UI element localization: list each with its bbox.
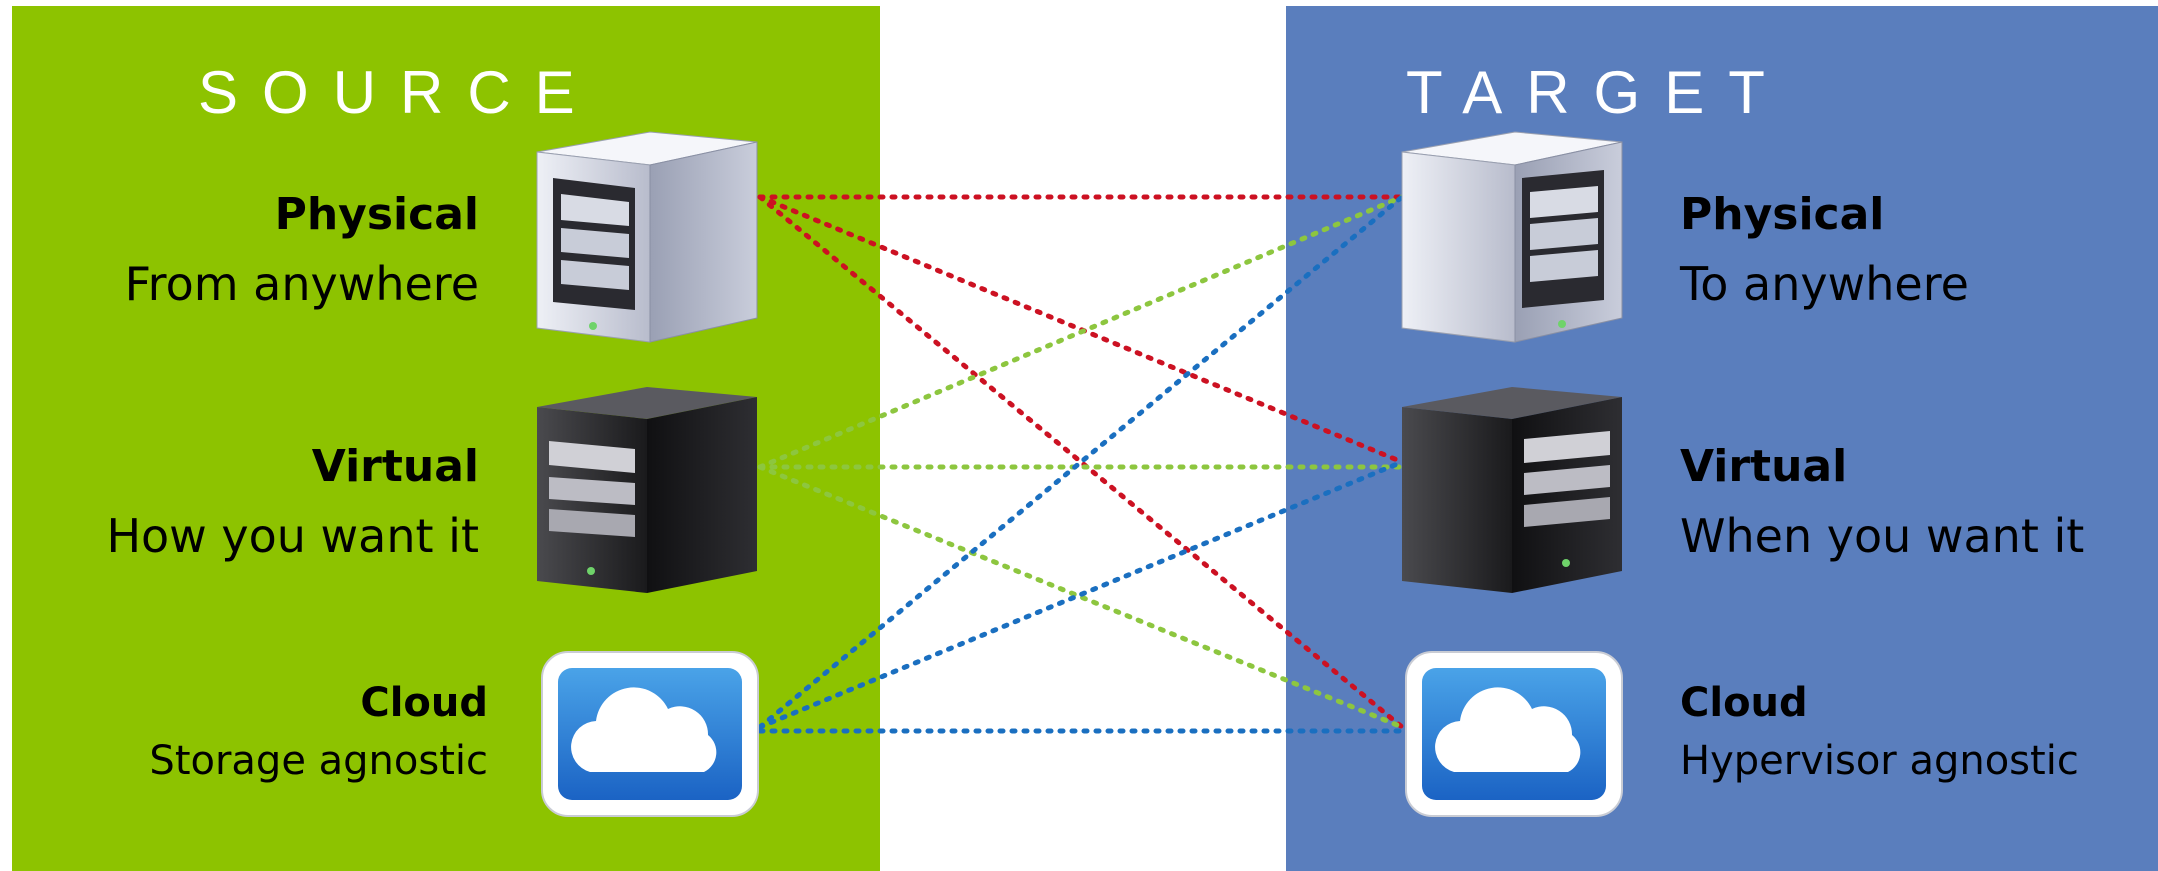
cloud-icon — [541, 651, 759, 817]
source-heading: SOURCE — [198, 59, 599, 126]
virtual-server-icon — [1402, 387, 1622, 593]
target-physical-title: Physical — [1680, 189, 1885, 240]
target-physical-subtitle: To anywhere — [1680, 257, 1969, 311]
cloud-icon — [1405, 651, 1623, 817]
source-physical-title: Physical — [274, 189, 479, 240]
physical-server-icon — [536, 131, 758, 343]
source-cloud-subtitle: Storage agnostic — [149, 738, 488, 784]
physical-server-icon — [1401, 131, 1623, 343]
source-cloud-title: Cloud — [360, 680, 488, 726]
target-cloud-title: Cloud — [1680, 680, 1808, 726]
virtual-server-icon — [537, 387, 757, 593]
target-cloud-subtitle: Hypervisor agnostic — [1680, 738, 2079, 784]
source-virtual-title: Virtual — [311, 441, 479, 492]
target-heading: TARGET — [1406, 59, 1789, 126]
source-physical-subtitle: From anywhere — [124, 257, 479, 311]
target-virtual-subtitle: When you want it — [1680, 509, 2085, 563]
target-virtual-title: Virtual — [1680, 441, 1848, 492]
source-virtual-subtitle: How you want it — [106, 509, 479, 563]
